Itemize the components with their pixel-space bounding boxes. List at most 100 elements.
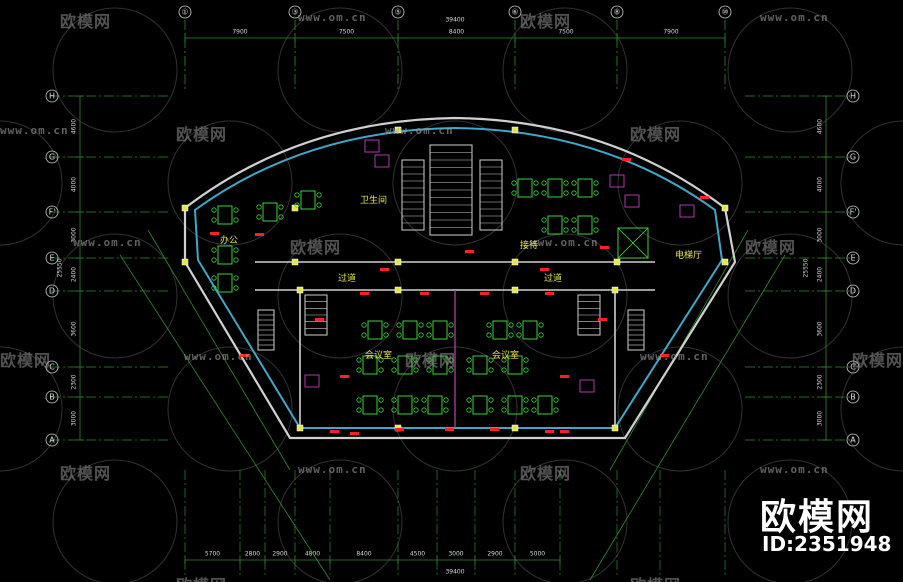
office-table-chair xyxy=(413,407,419,413)
office-table-chair xyxy=(426,332,432,338)
watermark-arc xyxy=(727,7,853,133)
watermark-url: www.om.cn xyxy=(640,350,709,363)
office-table-chair xyxy=(443,397,449,403)
office-table-chair xyxy=(378,397,384,403)
office-table xyxy=(547,215,563,235)
left-dimension-label: 2400 xyxy=(71,267,78,282)
watermark-arc xyxy=(167,346,293,472)
door-tag xyxy=(545,430,554,433)
office-table-chair xyxy=(361,322,367,328)
top-dimension-label: 7900 xyxy=(232,29,247,36)
office-table-chair xyxy=(426,357,432,363)
watermark-arc xyxy=(0,120,63,246)
structural-column xyxy=(394,258,402,266)
office-table-chair xyxy=(466,367,472,373)
office-table-chair xyxy=(421,397,427,403)
door-tag xyxy=(445,428,454,431)
watermark-brand: 欧模网 xyxy=(60,464,112,483)
office-table-chair xyxy=(486,332,492,338)
right-dimension-label: 2400 xyxy=(817,267,824,282)
door-tag xyxy=(660,354,669,357)
door-tag xyxy=(315,318,324,321)
room-label-meeting: 会议室 xyxy=(365,351,393,361)
office-table-chair xyxy=(571,190,577,196)
axis-bubble xyxy=(846,360,860,374)
room-label-elevator: 电梯厅 xyxy=(675,251,703,261)
axis-bubble xyxy=(846,390,860,404)
office-table-chair xyxy=(356,407,362,413)
office-table-chair xyxy=(294,192,300,198)
office-table-chair xyxy=(553,397,559,403)
office-table-chair xyxy=(361,332,367,338)
office-table-chair xyxy=(571,227,577,233)
watermark-brand: 欧模网 xyxy=(630,125,682,144)
axis-bubble xyxy=(45,251,59,265)
axis-bubble xyxy=(45,205,59,219)
door-tag xyxy=(540,268,549,271)
elevator-car xyxy=(617,227,649,259)
office-table-chair xyxy=(211,217,217,223)
office-table-chair xyxy=(233,207,239,213)
office-table-chair xyxy=(233,275,239,281)
office-table-chair xyxy=(278,214,284,220)
bottom-dimension-label: 5700 xyxy=(205,551,220,558)
office-table xyxy=(472,355,488,375)
axis-bubble xyxy=(846,284,860,298)
watermark-brand: 欧模网 xyxy=(630,572,681,582)
office-table-chair xyxy=(593,180,599,186)
office-table-chair xyxy=(511,180,517,186)
door-tag xyxy=(560,375,569,378)
room-label-office: 办公 xyxy=(220,236,239,246)
bottom-dimension-label: 2900 xyxy=(272,551,287,558)
bottom-dimension-label: 5000 xyxy=(530,551,545,558)
restroom-fixture xyxy=(304,374,320,388)
office-table-chair xyxy=(211,285,217,291)
office-table-chair xyxy=(256,204,262,210)
office-table-chair xyxy=(413,367,419,373)
door-tag xyxy=(700,196,709,199)
right-dimension-label: 2300 xyxy=(817,374,824,389)
structural-column xyxy=(511,286,519,294)
watermark-brand: 欧模网 xyxy=(290,238,342,257)
axis-bubble xyxy=(45,390,59,404)
drawing-id: ID:2351948 xyxy=(762,532,892,556)
restroom-fixture xyxy=(364,139,380,153)
office-table-chair xyxy=(563,227,569,233)
watermark-brand: 欧模网 xyxy=(176,125,228,144)
axis-bubble xyxy=(610,5,624,19)
office-table-chair xyxy=(501,367,507,373)
office-table-chair xyxy=(421,407,427,413)
door-tag xyxy=(560,430,569,433)
top-dimension-total: 39400 xyxy=(445,17,464,24)
structural-column xyxy=(296,286,304,294)
axis-bubble xyxy=(45,89,59,103)
axis-label: ⑤ xyxy=(394,8,401,17)
door-tag xyxy=(330,430,339,433)
office-table-chair xyxy=(378,357,384,363)
office-table-chair xyxy=(316,192,322,198)
office-table xyxy=(522,320,538,340)
watermark-arc xyxy=(167,120,293,246)
axis-label: E xyxy=(49,254,54,263)
office-table xyxy=(517,178,533,198)
watermark-arc xyxy=(277,233,403,359)
office-table xyxy=(547,178,563,198)
office-table-chair xyxy=(508,322,514,328)
door-tag xyxy=(490,428,499,431)
office-table xyxy=(432,355,448,375)
office-table-chair xyxy=(391,397,397,403)
axis-label: H xyxy=(49,92,55,101)
structural-column xyxy=(721,204,729,212)
room-label-corridor: 过道 xyxy=(544,274,563,284)
office-table-chair xyxy=(541,217,547,223)
watermark-brand: 欧模网 xyxy=(745,238,797,257)
right-dimension-label: 4000 xyxy=(817,177,824,192)
office-table-chair xyxy=(378,407,384,413)
watermark-arc xyxy=(392,120,518,246)
right-dimension-label: 3000 xyxy=(817,411,824,426)
office-table xyxy=(427,395,443,415)
office-table-chair xyxy=(233,257,239,263)
axis-label: C xyxy=(49,363,55,372)
office-table-chair xyxy=(383,322,389,328)
